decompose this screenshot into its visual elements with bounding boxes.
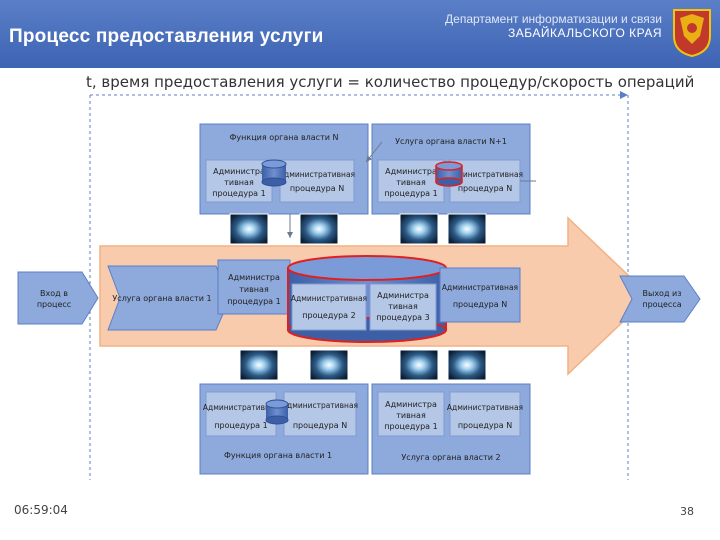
svg-text:процедура N: процедура N: [458, 184, 512, 193]
bottom-right-proc-1: [377, 391, 445, 437]
top-left-database-icon: [261, 159, 287, 187]
top-right-database-alert-icon: [435, 161, 463, 187]
output-label-1: Выход из: [643, 289, 682, 298]
svg-text:тивная: тивная: [239, 285, 269, 294]
input-label-2: процесс: [37, 300, 71, 309]
main-service-label: Услуга органа власти 1: [112, 294, 211, 303]
svg-text:тивная: тивная: [388, 302, 418, 311]
page-number: 38: [680, 505, 694, 518]
svg-text:Административная: Административная: [442, 283, 518, 292]
arrow-top-right: [365, 141, 383, 163]
middle-proc-n: [439, 267, 521, 323]
svg-text:процедура N: процедура N: [453, 300, 507, 309]
svg-text:процедура N: процедура N: [293, 421, 347, 430]
department-region: ЗАБАЙКАЛЬСКОГО КРАЯ: [508, 26, 662, 40]
svg-text:тивная: тивная: [396, 411, 426, 420]
bottom-right-proc-n: [449, 391, 521, 437]
svg-text:Администра: Администра: [213, 167, 265, 176]
svg-text:Административная: Административная: [447, 170, 523, 179]
svg-text:Административная: Административная: [279, 170, 355, 179]
svg-text:процедура 1: процедура 1: [212, 189, 265, 198]
svg-text:Административная: Административная: [203, 403, 279, 412]
input-label-1: Вход в: [40, 289, 68, 298]
main-service-chevron: [107, 265, 231, 331]
svg-text:Администра: Администра: [385, 400, 437, 409]
bottom-left-box-title: Функция органа власти 1: [224, 451, 332, 460]
svg-text:тивная: тивная: [224, 178, 254, 187]
middle-proc-2: [291, 283, 367, 331]
slide-header: Процесс предоставления услуги Департамен…: [0, 0, 720, 68]
output-label-2: процесса: [642, 300, 681, 309]
svg-text:процедура 1: процедура 1: [384, 189, 437, 198]
svg-text:Административная: Административная: [291, 294, 367, 303]
top-left-proc-n: [279, 159, 355, 203]
time-formula: t, время предоставления услуги = количес…: [86, 73, 695, 91]
timeline-arrowhead: [620, 91, 628, 99]
svg-text:процедура 1: процедура 1: [384, 422, 437, 431]
top-right-box-title: Услуга органа власти N+1: [395, 137, 507, 146]
svg-text:процедура 1: процедура 1: [227, 297, 280, 306]
svg-text:Администра: Администра: [385, 167, 437, 176]
bottom-images-row: [239, 349, 487, 381]
svg-text:процедура 2: процедура 2: [302, 311, 355, 320]
svg-text:процедура 3: процедура 3: [376, 313, 429, 322]
top-images-row: [229, 213, 487, 245]
svg-text:тивная: тивная: [396, 178, 426, 187]
slide-title: Процесс предоставления услуги: [9, 26, 324, 47]
middle-proc-1: [217, 259, 291, 315]
svg-text:процедура N: процедура N: [290, 184, 344, 193]
svg-text:Административная: Административная: [447, 403, 523, 412]
timestamp: 06:59:04: [14, 503, 68, 517]
coat-of-arms-icon: [673, 9, 711, 58]
svg-text:Административная: Административная: [282, 401, 358, 410]
svg-text:процедура N: процедура N: [458, 421, 512, 430]
bottom-left-proc-1: [205, 391, 277, 437]
svg-text:процедура 1: процедура 1: [214, 421, 267, 430]
svg-text:Администра: Администра: [228, 273, 280, 282]
bottom-left-database-icon: [265, 399, 289, 425]
process-output-chevron: [619, 275, 701, 323]
department-name: Департамент информатизации и связи: [445, 12, 662, 26]
svg-text:Администра: Администра: [377, 291, 429, 300]
middle-proc-3: [369, 283, 437, 331]
process-input-chevron: [17, 271, 99, 325]
top-left-box-title: Функция органа власти N: [230, 133, 339, 142]
bottom-right-box-title: Услуга органа власти 2: [401, 453, 500, 462]
